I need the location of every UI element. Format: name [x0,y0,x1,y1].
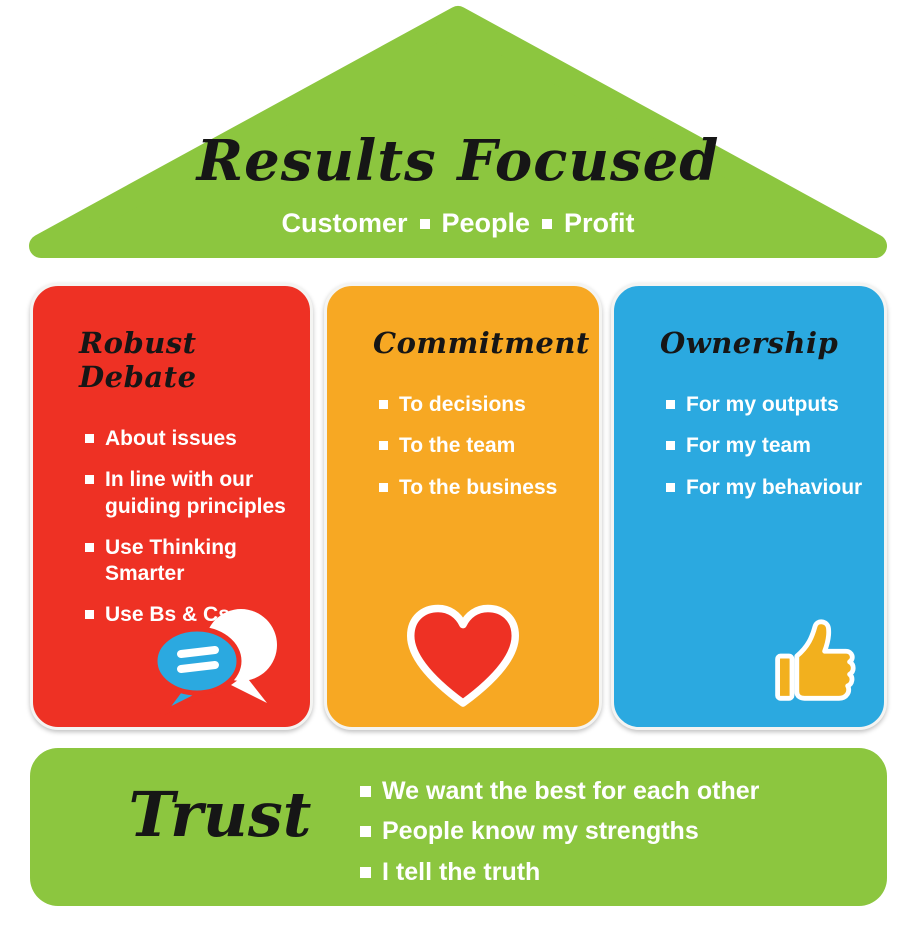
bullet-text: Use Bs & Cs [105,603,230,627]
commitment-bullet-list: To decisions To the team To the business [379,392,581,501]
bullet-square-icon [85,434,94,443]
heart-icon [399,601,527,713]
bullet-square-icon [379,441,388,451]
roof-subtitle-customer: Customer [281,208,408,238]
bullet-square-icon [85,475,94,485]
bullet-text: About issues [105,427,237,450]
list-item: Use Bs & Cs [85,602,292,628]
bullet-square-icon [666,482,675,492]
square-separator-icon [542,218,553,229]
bullet-text: For my behaviour [686,475,863,499]
bullet-text: We want the best for each other [382,777,760,805]
bullet-text: To the business [399,475,558,499]
bullet-square-icon [85,610,94,620]
bullet-square-icon [666,441,675,451]
roof-triangle [29,6,887,258]
list-item: About issues [85,426,292,452]
bullet-square-icon [360,826,371,838]
square-separator-icon [419,218,430,229]
list-item: To decisions [379,392,581,418]
bullet-square-icon [379,482,388,492]
list-item: For my behaviour [666,475,866,501]
trust-bullet-list: We want the best for each other People k… [360,776,759,897]
robust-debate-bullet-list: About issues In line with our guiding pr… [85,426,292,629]
bullet-square-icon [360,786,371,797]
roof-subtitle-people: People [441,208,531,238]
bullet-square-icon [85,542,94,552]
base-title-trust: Trust [128,778,312,851]
bullet-text: To the team [399,434,516,458]
bullet-text: I tell the truth [382,857,541,886]
base-trust: Trust We want the best for each other Pe… [30,748,887,906]
bullet-text: For my team [686,434,811,458]
bullet-text: In line with our guiding principles [105,468,286,518]
list-item: In line with our guiding principles [85,467,292,520]
roof-subtitle-profit: Profit [564,208,635,238]
bullet-text: People know my strengths [382,817,699,846]
list-item: People know my strengths [360,816,759,847]
roof: Results Focused Customer People Profit [25,4,891,260]
pillar-title-robust-debate: Robust Debate [79,326,197,394]
pillar-commitment: Commitment To decisions To the team To t… [324,283,602,730]
list-item: We want the best for each other [360,776,759,807]
speech-bubbles-icon [140,601,292,719]
pillar-title-ownership: Ownership [660,326,839,360]
list-item: For my outputs [666,392,866,418]
bullet-text: For my outputs [686,393,839,416]
bullet-square-icon [666,400,675,409]
pillar-ownership: Ownership For my outputs For my team For… [611,283,887,730]
list-item: I tell the truth [360,857,759,888]
thumbs-up-icon [768,607,864,709]
pillar-robust-debate: Robust Debate About issues In line with … [30,283,313,730]
list-item: Use Thinking Smarter [85,535,292,588]
list-item: To the business [379,475,581,501]
roof-subtitle: Customer People Profit [25,208,891,239]
ownership-bullet-list: For my outputs For my team For my behavi… [666,392,866,501]
bullet-square-icon [360,866,371,878]
roof-title: Results Focused [196,128,720,194]
list-item: To the team [379,433,581,459]
bullet-square-icon [379,400,388,409]
list-item: For my team [666,433,866,459]
bullet-text: To decisions [399,393,526,416]
pillar-title-commitment: Commitment [373,326,590,360]
bullet-text: Use Thinking Smarter [105,535,237,585]
